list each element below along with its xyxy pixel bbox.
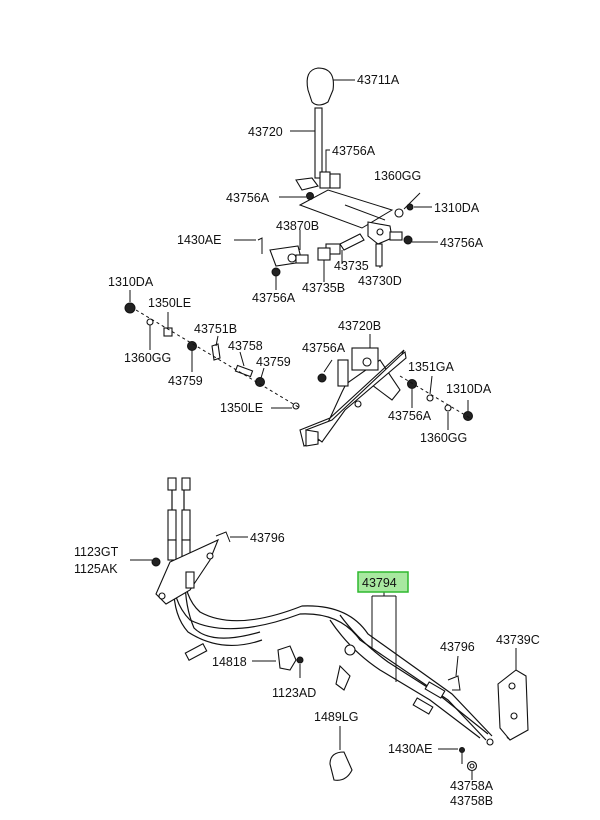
pivot-bolt[interactable] <box>344 192 432 221</box>
clip-1430AE-upper[interactable] <box>234 237 263 254</box>
label-1310DA-1[interactable]: 1310DA <box>434 201 480 215</box>
label-43711A[interactable]: 43711A <box>357 73 400 87</box>
selector-lever[interactable] <box>367 221 438 268</box>
reference-dash-line-upper <box>135 309 301 409</box>
label-1360GG-2[interactable]: 1360GG <box>124 351 171 365</box>
label-1310DA-2[interactable]: 1310DA <box>108 275 154 289</box>
label-43758A[interactable]: 43758A <box>450 779 494 793</box>
label-43759-1[interactable]: 43759 <box>256 355 291 369</box>
shift-lever-rod[interactable] <box>290 107 323 179</box>
washer-43758A[interactable] <box>466 760 478 781</box>
clip-43796-lower[interactable] <box>447 655 461 691</box>
highlight-box <box>357 571 409 593</box>
label-43794[interactable]: 43794 <box>362 576 397 590</box>
label-1350LE-1[interactable]: 1350LE <box>148 296 191 310</box>
shift-cable-assembly[interactable] <box>167 477 514 746</box>
label-1489LG[interactable]: 1489LG <box>314 710 358 724</box>
label-43756A-6[interactable]: 43756A <box>388 409 432 423</box>
bracket-43739C[interactable] <box>497 648 529 741</box>
label-43759-2[interactable]: 43759 <box>168 374 203 388</box>
label-1125AK[interactable]: 1125AK <box>74 562 118 576</box>
pin-1430AE-lower[interactable] <box>438 747 465 765</box>
label-43739C[interactable]: 43739C <box>496 633 540 647</box>
cable-mount-plate[interactable] <box>155 538 220 605</box>
lever-bushings[interactable] <box>279 149 341 200</box>
label-43730D[interactable]: 43730D <box>358 274 402 288</box>
bracket-14818[interactable] <box>252 645 297 671</box>
label-43870B[interactable]: 43870B <box>276 219 319 233</box>
label-1350LE-2[interactable]: 1350LE <box>220 401 263 415</box>
label-43756A-5[interactable]: 43756A <box>302 341 346 355</box>
label-1351GA[interactable]: 1351GA <box>408 360 455 374</box>
label-43735[interactable]: 43735 <box>334 259 369 273</box>
label-1360GG-3[interactable]: 1360GG <box>420 431 467 445</box>
label-43751B[interactable]: 43751B <box>194 322 237 336</box>
label-43720B[interactable]: 43720B <box>338 319 381 333</box>
bushing-43735B[interactable] <box>317 247 331 282</box>
label-1430AE-2[interactable]: 1430AE <box>388 742 432 756</box>
label-43758B[interactable]: 43758B <box>450 794 493 808</box>
label-43796-1[interactable]: 43796 <box>250 531 285 545</box>
highlight-callout-lines <box>371 590 397 682</box>
bolt-1123AD[interactable] <box>296 656 304 678</box>
label-14818[interactable]: 14818 <box>212 655 247 669</box>
label-1123AD[interactable]: 1123AD <box>272 686 316 700</box>
cable-end-rod[interactable] <box>184 643 208 661</box>
hardware-right-chain[interactable] <box>399 375 473 430</box>
bolt-1123GT[interactable] <box>130 557 161 567</box>
label-43756A-4[interactable]: 43756A <box>252 291 296 305</box>
label-43735B[interactable]: 43735B <box>302 281 345 295</box>
label-1430AE-1[interactable]: 1430AE <box>177 233 221 247</box>
label-43756A-3[interactable]: 43756A <box>440 236 484 250</box>
label-43720[interactable]: 43720 <box>248 125 283 139</box>
grommet-nut[interactable] <box>335 644 356 691</box>
clip-43796-upper[interactable] <box>215 531 248 543</box>
label-1360GG-1[interactable]: 1360GG <box>374 169 421 183</box>
bracket-43870B[interactable] <box>269 230 309 267</box>
lever-plate-outline <box>298 189 394 229</box>
base-bracket-43720B[interactable] <box>299 334 407 447</box>
hardware-left-chain[interactable] <box>124 290 300 410</box>
label-43796-2[interactable]: 43796 <box>440 640 475 654</box>
nut-43756A-bracket[interactable] <box>317 359 333 383</box>
label-43756A-1[interactable]: 43756A <box>332 144 376 158</box>
label-43756A-2[interactable]: 43756A <box>226 191 270 205</box>
label-1123GT[interactable]: 1123GT <box>74 545 119 559</box>
label-1310DA-3[interactable]: 1310DA <box>446 382 492 396</box>
retainer-1489LG[interactable] <box>329 726 353 781</box>
part-labels: 43711A 43720 43756A 1360GG 43756A 1310DA… <box>74 73 540 808</box>
label-43758[interactable]: 43758 <box>228 339 263 353</box>
shift-knob[interactable] <box>306 67 355 106</box>
nut-43756A-lower[interactable] <box>271 267 281 290</box>
